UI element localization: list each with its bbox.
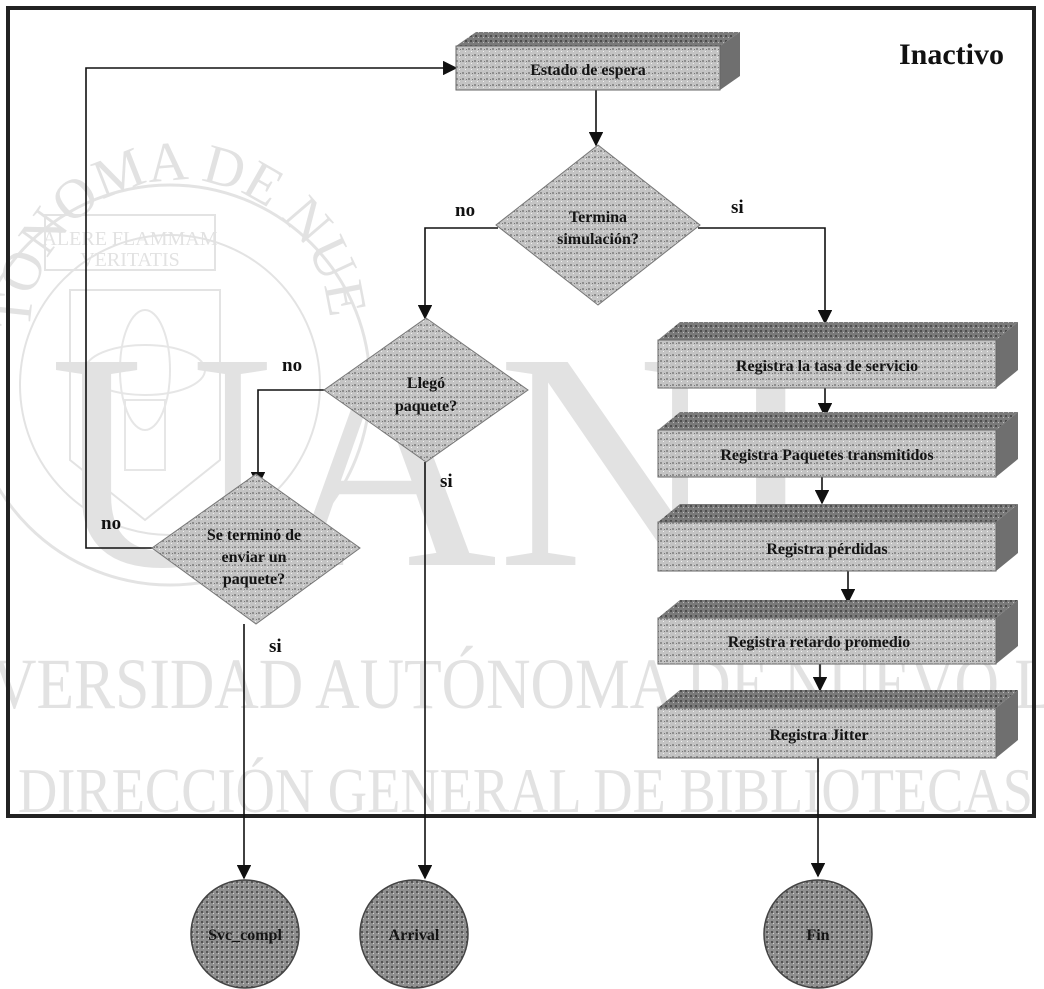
terminal-circle	[763, 879, 873, 989]
box-top-face	[658, 412, 1018, 430]
termina-label-line-1: Termina	[569, 209, 627, 226]
node-estado-espera: Estado de espera	[455, 32, 740, 91]
registra-jitter-label: Registra Jitter	[769, 727, 868, 744]
watermark-seal-text: TONOMA DE NUEVO	[0, 0, 379, 331]
box-top-face	[658, 690, 1018, 708]
node-registra-jitter: Registra Jitter	[657, 690, 1018, 759]
node-termina-simulacion: Termina simulación?	[495, 144, 701, 306]
fin-label: Fin	[806, 927, 829, 944]
box-front-face	[657, 339, 997, 389]
termina-label-line-2: simulación?	[557, 231, 639, 248]
box-front-face	[455, 45, 721, 91]
arrival-label: Arrival	[389, 927, 440, 944]
edges	[85, 60, 856, 880]
edge-label-termina-si: si	[731, 197, 744, 218]
box-front-face	[657, 521, 997, 572]
llego-label-line-1: Llegó	[407, 375, 445, 392]
node-svc-compl: Svc_compl	[190, 879, 300, 989]
diamond-shape	[323, 317, 529, 463]
registra-paquetes-label: Registra Paquetes transmitidos	[720, 447, 933, 464]
edge-termino-no	[85, 60, 458, 549]
seal-shield	[69, 289, 221, 522]
node-llego-paquete: Llegó paquete?	[323, 317, 529, 463]
diamond-shape	[495, 144, 701, 306]
box-side-face	[996, 600, 1018, 664]
svc-compl-label: Svc_compl	[208, 927, 282, 944]
node-registra-perdidas: Registra pérdidas	[657, 504, 1018, 572]
registra-tasa-label: Registra la tasa de servicio	[736, 358, 918, 375]
edge-llego-no	[250, 389, 326, 487]
node-se-termino-enviar: Se terminó de enviar un paquete?	[151, 473, 361, 625]
node-registra-retardo: Registra retardo promedio	[657, 600, 1018, 665]
box-front-face	[657, 429, 997, 478]
edge-termina-no	[417, 227, 498, 320]
registra-perdidas-label: Registra pérdidas	[766, 541, 887, 558]
llego-label-line-2: paquete?	[395, 398, 457, 415]
terminal-circle	[359, 879, 469, 989]
seal-atom-orbit	[84, 344, 206, 396]
box-side-face	[996, 412, 1018, 477]
seal-atom-orbit	[119, 309, 171, 431]
box-side-face	[996, 322, 1018, 388]
node-registra-paquetes: Registra Paquetes transmitidos	[657, 412, 1018, 478]
box-top-face	[658, 504, 1018, 522]
termino-label-line-1: Se terminó de	[207, 527, 301, 544]
box-top-face	[456, 32, 740, 46]
box-front-face	[657, 707, 997, 759]
edge-label-llego-no: no	[282, 355, 302, 376]
edge-termina-si	[698, 227, 833, 325]
terminal-circle	[190, 879, 300, 989]
node-fin: Fin	[763, 879, 873, 989]
node-registra-tasa: Registra la tasa de servicio	[657, 322, 1018, 389]
termino-label-line-2: enviar un	[221, 549, 286, 566]
box-side-face	[996, 690, 1018, 758]
box-side-face	[996, 504, 1018, 571]
seal-torch	[124, 399, 166, 471]
box-front-face	[657, 617, 997, 665]
box-side-face	[720, 32, 740, 90]
edge-label-termino-si: si	[269, 636, 282, 657]
edge-label-llego-si: si	[440, 471, 453, 492]
box-top-face	[658, 322, 1018, 340]
diagram-title: Inactivo	[899, 38, 1004, 71]
watermark-motto-2: VERITATIS	[80, 249, 180, 271]
diagram-frame	[6, 6, 1036, 818]
termino-label-line-3: paquete?	[223, 571, 285, 588]
watermark-motto-1: ALERE FLAMMAM	[42, 228, 217, 250]
box-top-face	[658, 600, 1018, 618]
registra-retardo-label: Registra retardo promedio	[728, 634, 910, 651]
edge-label-termina-no: no	[455, 200, 475, 221]
diamond-shape	[151, 473, 361, 625]
seal-banner	[44, 214, 216, 271]
edge-label-termino-no: no	[101, 513, 121, 534]
estado-espera-label: Estado de espera	[530, 62, 646, 79]
node-arrival: Arrival	[359, 879, 469, 989]
